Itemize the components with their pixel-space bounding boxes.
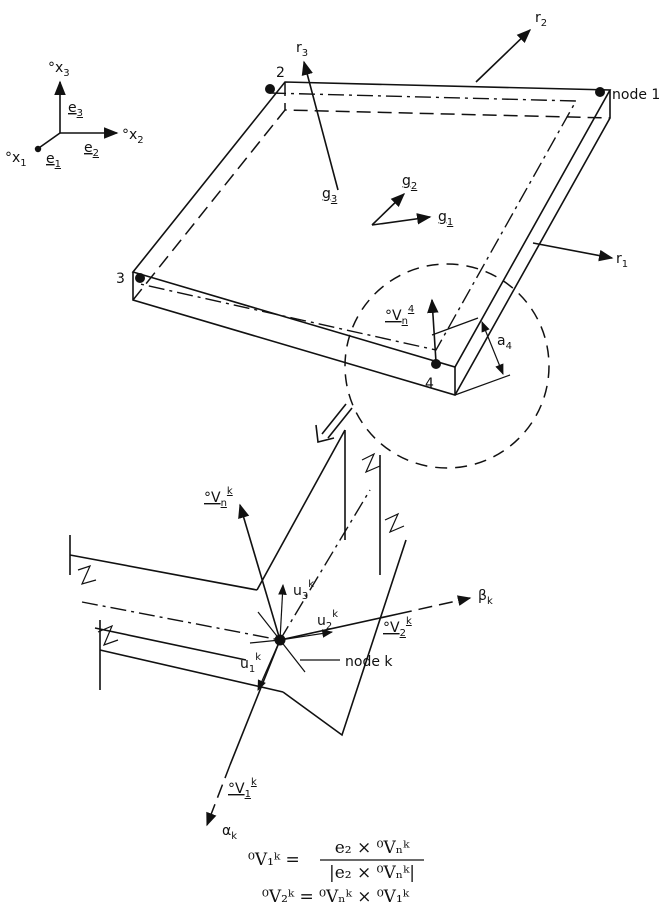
global-x2-label: °x2 bbox=[122, 127, 144, 146]
vnk-vector bbox=[238, 503, 281, 641]
node-4-dot bbox=[431, 359, 441, 369]
node-1-dot bbox=[595, 87, 605, 97]
detail-mid-surface-1 bbox=[81, 601, 281, 641]
r3-label: r3 bbox=[296, 40, 308, 59]
global-x3-label: °x3 bbox=[48, 60, 70, 79]
detail-edge-lower bbox=[99, 649, 284, 693]
u-arrow-extra-2 bbox=[257, 611, 281, 641]
equation-1-numerator: e₂ × ⁰Vₙᵏ bbox=[335, 838, 410, 858]
u3k-arrow bbox=[278, 583, 287, 641]
u2k-arrow bbox=[279, 629, 334, 641]
shell-element: node 1 2 3 4 bbox=[116, 65, 660, 396]
u-arrow-extra-1 bbox=[249, 639, 281, 644]
break-symbol-left-lower bbox=[97, 624, 119, 647]
v1k-label: °V1k bbox=[228, 777, 257, 800]
vn4-label: °Vn4 bbox=[385, 304, 414, 327]
break-symbol-right-upper bbox=[361, 452, 381, 474]
shell-side-faces bbox=[132, 90, 611, 396]
g3-label: g3 bbox=[322, 186, 337, 205]
alpha-k-label: αk bbox=[222, 823, 237, 842]
vn4-vector bbox=[427, 298, 439, 363]
node-k-detail: °Vnk u3k u2k °V2k βk u1k node k °V1k αk bbox=[69, 429, 493, 842]
beta-k-label: βk bbox=[478, 588, 493, 607]
director-equations: ⁰V₁ᵏ = e₂ × ⁰Vₙᵏ |e₂ × ⁰Vₙᵏ| ⁰V₂ᵏ = ⁰Vₙᵏ… bbox=[248, 838, 424, 907]
g1-vector bbox=[371, 213, 432, 226]
shell-hidden-edges bbox=[132, 109, 611, 301]
v2k-vector bbox=[279, 613, 399, 641]
natural-coordinates: r2 r1 r3 bbox=[296, 10, 628, 270]
r1-axis bbox=[532, 242, 614, 262]
global-x1-label: °x1 bbox=[5, 150, 27, 169]
equation-1-denominator: |e₂ × ⁰Vₙᵏ| bbox=[329, 863, 415, 883]
global-coordinate-triad: °x3 e3 °x2 e2 °x1 e1 bbox=[5, 60, 144, 170]
global-e2-label: e2 bbox=[84, 140, 99, 159]
r1-label: r1 bbox=[616, 251, 628, 270]
detail-edge-middle bbox=[94, 627, 247, 661]
equation-1-lhs: ⁰V₁ᵏ = bbox=[248, 850, 300, 870]
beta-k-axis bbox=[397, 595, 472, 615]
a4-dimension-upper bbox=[431, 317, 479, 336]
alpha-k-axis bbox=[206, 764, 231, 827]
node-3-label: 3 bbox=[116, 271, 125, 287]
node-4-director: °Vn4 a4 bbox=[344, 263, 550, 469]
node-4-label: 4 bbox=[425, 376, 434, 392]
u1k-arrow bbox=[257, 639, 281, 691]
detail-mid-surface-2 bbox=[279, 489, 371, 641]
global-x1-arrowhead bbox=[34, 145, 42, 153]
g2-label: g2 bbox=[402, 173, 417, 192]
node-1-label: node 1 bbox=[612, 87, 660, 103]
r3-axis bbox=[301, 60, 339, 191]
node-k-label: node k bbox=[345, 654, 393, 670]
g2-vector bbox=[371, 192, 406, 226]
r2-axis bbox=[475, 29, 532, 83]
u1k-label: u1k bbox=[240, 652, 261, 675]
shell-top-surface bbox=[131, 81, 612, 368]
local-base-vectors: g1 g2 g3 bbox=[322, 173, 453, 228]
equation-2: ⁰V₂ᵏ = ⁰Vₙᵏ × ⁰V₁ᵏ bbox=[262, 887, 410, 907]
u2k-label: u2k bbox=[317, 609, 338, 632]
v1k-vector bbox=[229, 639, 281, 766]
detail-edge-upper bbox=[69, 554, 258, 591]
detail-callout-circle bbox=[344, 263, 550, 469]
break-symbol-left-upper bbox=[77, 565, 97, 585]
vnk-label: °Vnk bbox=[204, 486, 233, 509]
u3k-label: u3k bbox=[293, 579, 314, 602]
a4-dimension-arrow bbox=[481, 320, 504, 376]
u-arrow-extra-3 bbox=[279, 639, 306, 673]
detail-edge-bottom bbox=[282, 539, 407, 737]
break-symbol-right-lower bbox=[384, 512, 405, 534]
global-e1-label: e1 bbox=[46, 151, 61, 170]
a4-label: a4 bbox=[497, 333, 512, 352]
shell-mid-surface bbox=[139, 92, 578, 351]
a4-dimension-lower bbox=[454, 374, 511, 396]
detail-edge-top bbox=[256, 429, 346, 591]
detail-pointer-arrow bbox=[315, 403, 353, 443]
node-3-dot bbox=[135, 273, 145, 283]
global-e3-label: e3 bbox=[68, 100, 83, 119]
v2k-label: °V2k bbox=[383, 616, 412, 639]
node-2-label: 2 bbox=[276, 65, 285, 81]
node-2-dot bbox=[265, 84, 275, 94]
r2-label: r2 bbox=[535, 10, 547, 29]
g1-label: g1 bbox=[438, 209, 453, 228]
